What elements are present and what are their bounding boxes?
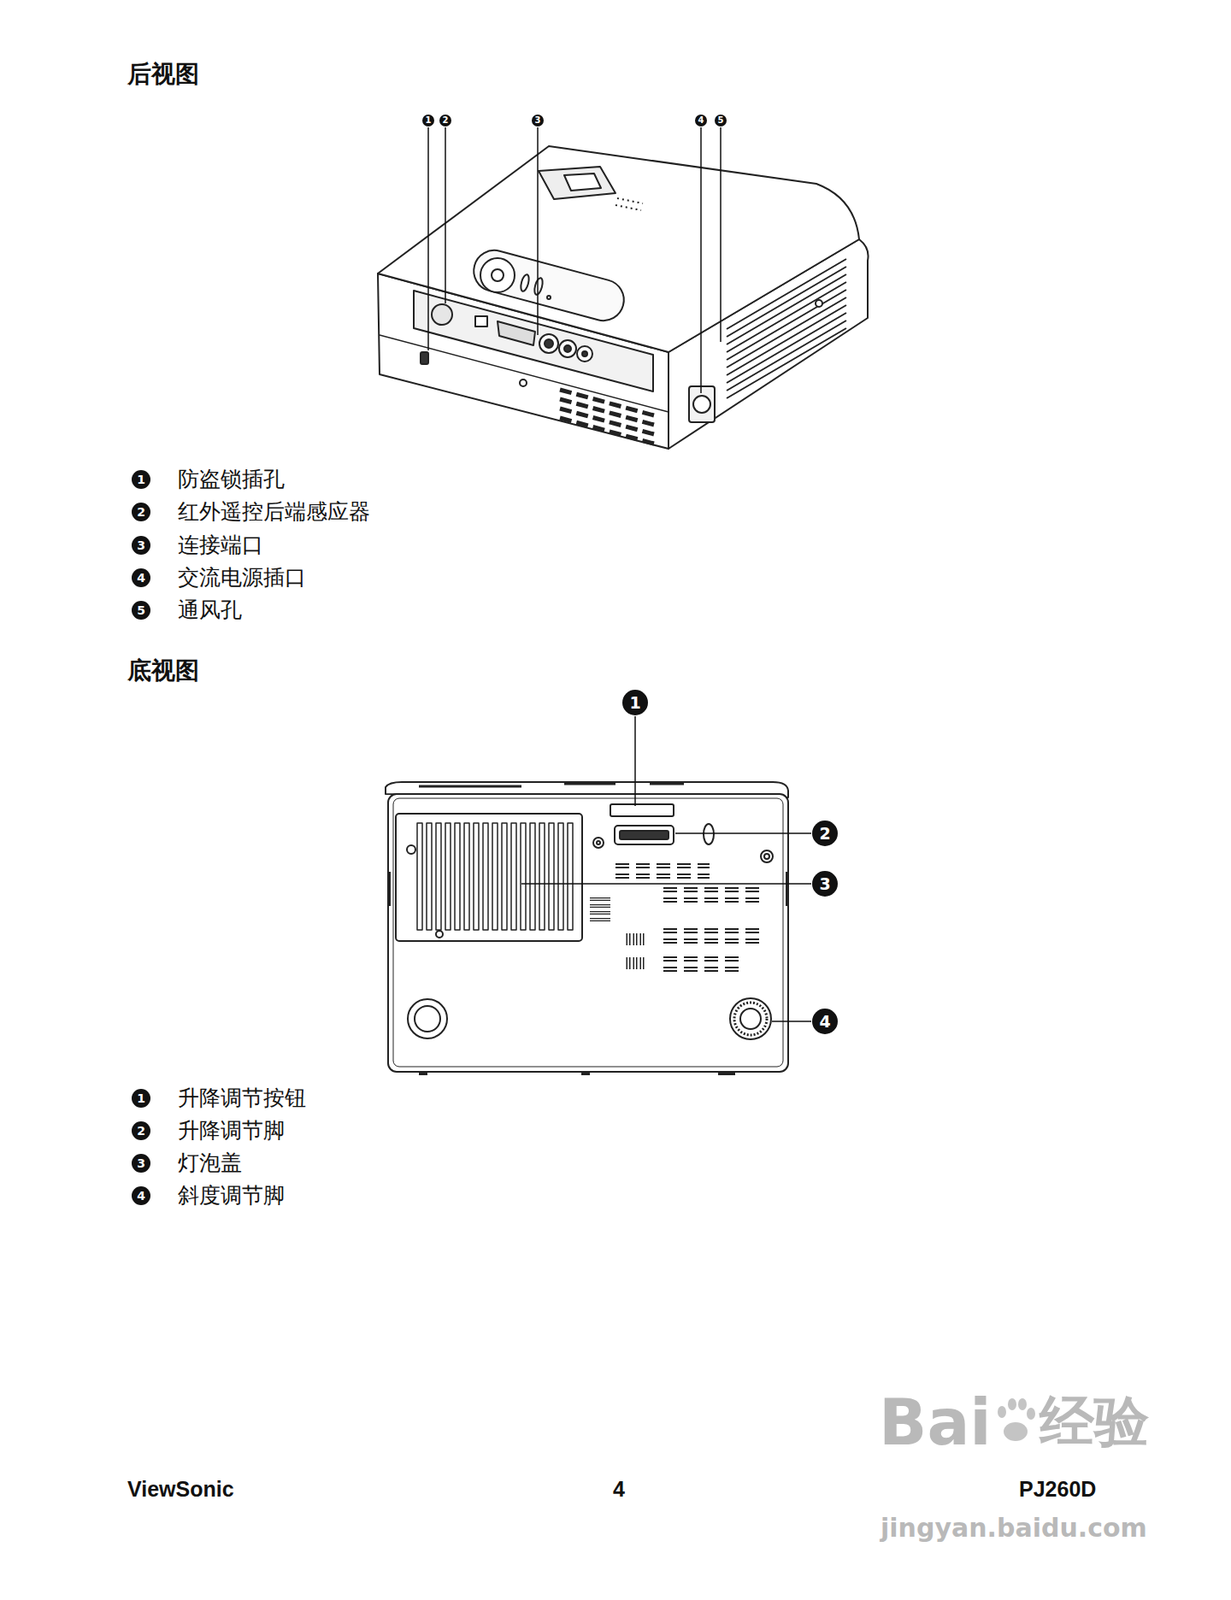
callout-number: 2 [812,820,838,847]
part-name: 通风孔 [177,597,242,624]
callout-number: 2 [439,114,452,127]
callout-number: 5 [714,114,727,127]
part-name: 升降调节按钮 [177,1085,307,1112]
list-number: 3 [131,535,151,555]
list-number: 4 [131,568,151,588]
list-number: 4 [131,1186,151,1206]
callout-number: 3 [531,114,544,127]
part-name: 交流电源插口 [177,565,307,591]
footer-text: PJ260D [1018,1476,1096,1502]
section-heading: 底视图 [127,656,200,686]
part-name: 连接端口 [177,532,264,559]
list-number: 5 [131,600,151,620]
part-name: 红外遥控后端感应器 [177,499,371,525]
section-heading: 后视图 [127,59,200,89]
bottom-view-projector [385,782,789,1074]
footer-text: ViewSonic [127,1476,235,1502]
list-number: 2 [131,1121,151,1141]
leader-lines [521,716,812,1022]
watermark: jingyan.baidu.com [880,1513,1148,1544]
list-number: 1 [131,1089,151,1108]
callout-number: 1 [422,114,435,127]
leader-lines [428,127,721,394]
part-name: 斜度调节脚 [177,1183,285,1209]
part-name: 防盗锁插孔 [177,466,285,493]
list-number: 3 [131,1154,151,1173]
watermark-paw [997,1398,1036,1442]
list-number: 1 [131,470,151,489]
callout-number: 3 [812,871,838,897]
part-name: 升降调节脚 [177,1118,285,1144]
rear-view-projector [377,146,869,449]
callout-number: 1 [622,689,648,716]
watermark: 经验 [1039,1390,1149,1454]
callout-number: 4 [812,1008,838,1035]
list-number: 2 [131,502,151,522]
callout-number: 4 [695,114,707,127]
watermark: Bai [878,1386,992,1460]
footer-text: 4 [612,1476,625,1502]
part-name: 灯泡盖 [177,1150,242,1177]
